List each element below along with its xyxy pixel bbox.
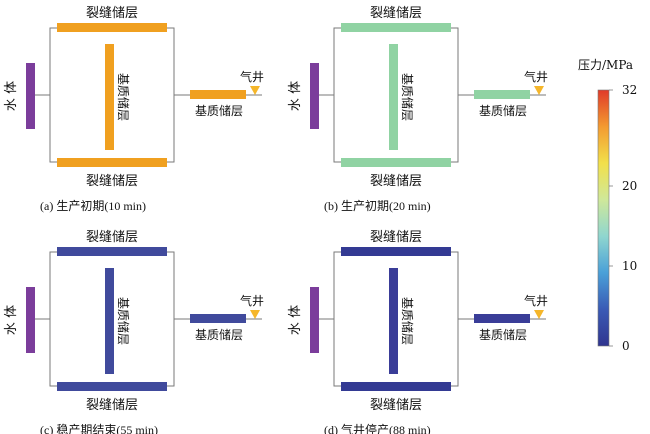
vertical-matrix-bar (105, 44, 114, 150)
horizontal-matrix-bar (190, 90, 246, 99)
panel-caption: (a) 生产初期(10 min) (40, 199, 146, 213)
gas-well-label: 气井 (524, 69, 548, 84)
water-body-bar (26, 63, 35, 129)
bottom-fracture-label: 裂缝储层 (370, 398, 422, 413)
vertical-matrix-bar (105, 268, 114, 374)
vertical-matrix-label: 基质储层 (116, 297, 131, 345)
top-fracture-bar (57, 247, 167, 256)
horizontal-matrix-bar (190, 314, 246, 323)
water-body-bar (310, 63, 319, 129)
colorbar-title: 压力/MPa (578, 58, 633, 72)
colorbar-tick-label: 20 (622, 179, 637, 193)
panel-c: 裂缝储层裂缝储层基质储层基质储层气井水 体(c) 稳产期结束(55 min) (4, 230, 264, 434)
panel-caption: (b) 生产初期(20 min) (324, 199, 431, 213)
vertical-matrix-label: 基质储层 (116, 73, 131, 121)
horizontal-matrix-label: 基质储层 (195, 103, 243, 118)
bottom-fracture-bar (341, 382, 451, 391)
water-body-label: 水 体 (4, 81, 19, 111)
water-body-label: 水 体 (4, 305, 19, 335)
gas-well-icon (250, 310, 260, 319)
vertical-matrix-bar (389, 268, 398, 374)
panel-caption: (d) 气井停产(88 min) (324, 422, 431, 434)
colorbar-scale (597, 89, 610, 347)
panels-layer: 裂缝储层裂缝储层基质储层基质储层气井水 体(a) 生产初期(10 min)裂缝储… (4, 6, 548, 434)
bottom-fracture-label: 裂缝储层 (86, 398, 138, 413)
colorbar: 压力/MPa 32 20 10 0 (578, 58, 637, 353)
gas-well-icon (250, 86, 260, 95)
water-body-label: 水 体 (288, 305, 303, 335)
top-fracture-bar (57, 23, 167, 32)
water-body-bar (310, 287, 319, 353)
top-fracture-bar (341, 23, 451, 32)
gas-well-icon (534, 310, 544, 319)
gas-well-label: 气井 (240, 69, 264, 84)
top-fracture-label: 裂缝储层 (370, 230, 422, 245)
gas-well-label: 气井 (240, 293, 264, 308)
gas-well-label: 气井 (524, 293, 548, 308)
horizontal-matrix-label: 基质储层 (195, 327, 243, 342)
panel-d: 裂缝储层裂缝储层基质储层基质储层气井水 体(d) 气井停产(88 min) (288, 230, 548, 434)
panel-a: 裂缝储层裂缝储层基质储层基质储层气井水 体(a) 生产初期(10 min) (4, 6, 264, 213)
bottom-fracture-bar (341, 158, 451, 167)
top-fracture-label: 裂缝储层 (86, 6, 138, 21)
vertical-matrix-label: 基质储层 (400, 73, 415, 121)
panel-b: 裂缝储层裂缝储层基质储层基质储层气井水 体(b) 生产初期(20 min) (288, 6, 548, 213)
bottom-fracture-bar (57, 158, 167, 167)
top-fracture-label: 裂缝储层 (86, 230, 138, 245)
horizontal-matrix-bar (474, 90, 530, 99)
bottom-fracture-bar (57, 382, 167, 391)
vertical-matrix-label: 基质储层 (400, 297, 415, 345)
vertical-matrix-bar (389, 44, 398, 150)
colorbar-ticks: 32 20 10 0 (609, 83, 637, 353)
horizontal-matrix-bar (474, 314, 530, 323)
colorbar-tick-label: 0 (622, 339, 630, 353)
water-body-label: 水 体 (288, 81, 303, 111)
horizontal-matrix-label: 基质储层 (479, 103, 527, 118)
horizontal-matrix-label: 基质储层 (479, 327, 527, 342)
colorbar-tick-label: 32 (622, 83, 637, 97)
gas-well-icon (534, 86, 544, 95)
top-fracture-label: 裂缝储层 (370, 6, 422, 21)
bottom-fracture-label: 裂缝储层 (370, 174, 422, 189)
panel-caption: (c) 稳产期结束(55 min) (40, 422, 158, 434)
top-fracture-bar (341, 247, 451, 256)
bottom-fracture-label: 裂缝储层 (86, 174, 138, 189)
water-body-bar (26, 287, 35, 353)
colorbar-tick-label: 10 (622, 259, 637, 273)
